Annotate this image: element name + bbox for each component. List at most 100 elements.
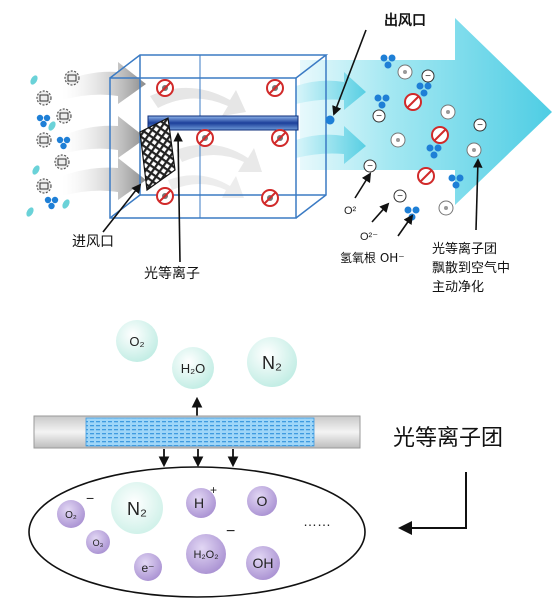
- ion-ellipsis: ……: [303, 513, 331, 529]
- corner-arrow-icon: [410, 472, 467, 529]
- svg-text:OH: OH: [253, 555, 274, 571]
- molecule-cluster-icon: [56, 136, 71, 150]
- dust-particle-icon: [56, 108, 72, 124]
- ion-dot-icon: [325, 115, 335, 125]
- inlet-filter-mesh: [139, 117, 176, 192]
- inlet-label: 进风口: [72, 234, 114, 250]
- molecule-cluster-icon: [416, 82, 432, 97]
- molecule-cluster-icon: [36, 114, 51, 128]
- dust-particle-icon: [36, 132, 52, 148]
- top-purifier-diagram: − − − − − 出风口 进风口 光等离子 O² O²⁻ 氢氧根 OH⁻ 光等…: [26, 12, 552, 295]
- bacteria-icon: [261, 189, 279, 207]
- inlet-flow-arrow-2: [62, 116, 146, 158]
- downward-arrows: [158, 449, 239, 468]
- svg-text:O: O: [257, 493, 268, 509]
- droplet-icon: [26, 207, 34, 217]
- bacteria-icon: [431, 126, 449, 144]
- negative-ion-badges: − − − − −: [363, 69, 487, 203]
- o2-label: O²: [344, 205, 357, 217]
- dust-particle-icon: [36, 90, 52, 106]
- ion-minus-sign: −: [425, 71, 431, 82]
- molecule-cluster-icon: [380, 54, 396, 69]
- plasma-ion-tube: [147, 115, 299, 131]
- bacteria-icon: [417, 167, 435, 185]
- ion-minus-sign: −: [397, 191, 403, 202]
- plasma-cluster-icon: [438, 200, 454, 216]
- plasma-emitter-panel: [85, 417, 315, 447]
- corner-arrowhead: [398, 521, 412, 535]
- outlet-plasma-particles: [325, 54, 482, 221]
- plasma-cluster-icon: [440, 104, 456, 120]
- plasma-cluster-icon: [390, 132, 406, 148]
- outlet-airflow-arrow: [300, 18, 552, 205]
- svg-text:−: −: [226, 523, 235, 540]
- bottom-ion-diagram: O₂ H₂O N₂ 光等离子团 O₂ −: [28, 320, 503, 598]
- bacteria-icon: [271, 129, 289, 147]
- bacteria-icon: [266, 79, 284, 97]
- outlet-flow-2: [296, 126, 366, 164]
- inner-swirl-2: [176, 144, 262, 172]
- inlet-flow-arrow-1: [62, 62, 146, 104]
- svg-text:N₂: N₂: [262, 353, 282, 373]
- ion-e-minus: e⁻: [134, 553, 162, 581]
- molecule-cluster-icon: [374, 94, 390, 109]
- plasma-cluster-icon: [397, 64, 413, 80]
- dust-particle-icon: [64, 70, 80, 86]
- droplet-icon: [48, 121, 56, 131]
- droplet-icon: [62, 199, 70, 209]
- ion-n2: N₂: [111, 482, 163, 534]
- ion-h2o2-minus: H₂O₂ −: [186, 523, 235, 574]
- air-molecule-n2: N₂: [247, 337, 297, 387]
- ion-o2-minus: O₂ −: [57, 490, 94, 528]
- svg-text:O₂: O₂: [129, 334, 144, 349]
- bacteria-icon: [156, 79, 174, 97]
- incoming-pollutant-particles: [26, 70, 80, 217]
- molecule-cluster-icon: [404, 206, 420, 221]
- air-molecule-o2: O₂: [116, 320, 158, 362]
- inner-swirl-3: [168, 175, 244, 198]
- svg-text:H: H: [194, 495, 204, 511]
- ion-minus-sign: −: [367, 161, 373, 172]
- ion-tube-label: 光等离子: [144, 265, 200, 282]
- molecule-cluster-icon: [44, 196, 59, 210]
- svg-text:+: +: [210, 483, 217, 497]
- bacteria-prohibited-icons: [156, 79, 289, 207]
- droplet-icon: [32, 165, 40, 175]
- molecule-cluster-icon: [426, 144, 442, 159]
- ion-minus-sign: −: [477, 120, 483, 131]
- plasma-cluster-title: 光等离子团: [393, 426, 503, 451]
- dust-particle-icon: [54, 154, 70, 170]
- outlet-flow-1: [296, 72, 366, 110]
- svg-text:H₂O₂: H₂O₂: [193, 549, 218, 561]
- svg-text:N₂: N₂: [127, 499, 147, 519]
- ion-cloud-ellipse: [28, 466, 366, 598]
- dust-particle-icon: [36, 178, 52, 194]
- svg-text:O₂: O₂: [65, 510, 77, 521]
- svg-text:−: −: [86, 490, 94, 506]
- o2-ion-label: O²⁻: [360, 231, 378, 243]
- ion-oh: OH: [246, 546, 280, 580]
- outlet-label: 出风口: [384, 12, 426, 29]
- plasma-cluster-label-line1: 光等离子团: [432, 241, 497, 257]
- ion-o: O: [247, 486, 277, 516]
- bacteria-icon: [196, 129, 214, 147]
- svg-text:O₃: O₃: [93, 538, 104, 548]
- hydroxide-label: 氢氧根 OH⁻: [340, 250, 405, 265]
- bacteria-icon: [404, 93, 422, 111]
- pointer-arrows: [102, 29, 483, 263]
- droplet-icon: [30, 75, 38, 85]
- ion-o3: O₃: [86, 530, 110, 554]
- ion-minus-sign: −: [376, 111, 382, 122]
- ion-h-plus: H +: [186, 483, 217, 518]
- inlet-flow-arrow-3: [62, 158, 146, 200]
- plasma-cluster-label-line3: 主动净化: [432, 280, 484, 295]
- svg-text:H₂O: H₂O: [181, 361, 206, 376]
- molecule-cluster-icon: [448, 174, 464, 189]
- bacteria-icon: [156, 187, 174, 205]
- plasma-cluster-icon: [466, 142, 482, 158]
- plasma-cluster-label-line2: 飘散到空气中: [432, 260, 510, 276]
- svg-text:e⁻: e⁻: [141, 561, 154, 575]
- air-molecule-h2o: H₂O: [172, 347, 214, 389]
